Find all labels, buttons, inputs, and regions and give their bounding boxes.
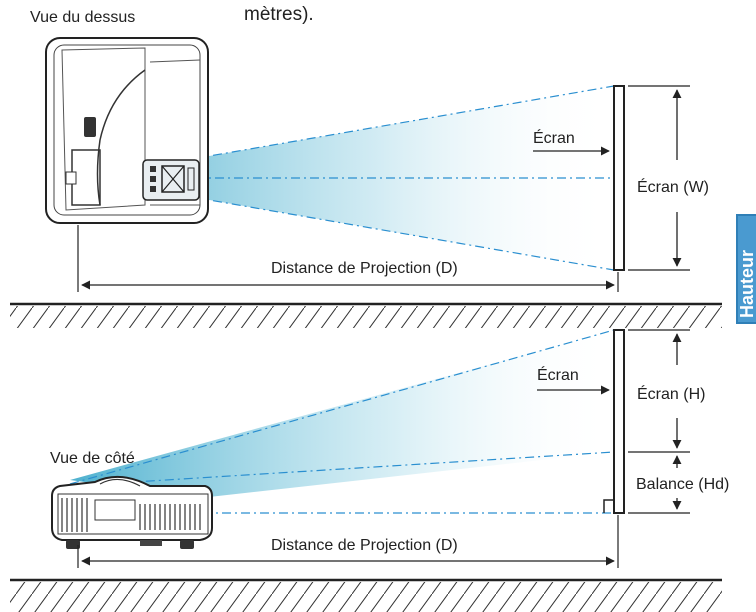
top-view-label: Vue du dessus [30,9,135,26]
offset-label: Balance (Hd) [636,476,729,493]
side-beam [70,330,614,498]
heading-fragment: mètres). [244,4,314,25]
screen-width-label: Écran (W) [637,177,709,196]
side-view: Écran Écran (H) Balance (Hd) Vue de côté… [50,329,729,568]
top-distance-label: Distance de Projection (D) [271,260,458,277]
screen-base-bracket [603,499,614,513]
projector-side-icon [51,475,213,549]
screen-height-label: Écran (H) [637,384,705,403]
projector-top-icon [45,37,209,224]
floor-divider-bottom [10,578,722,612]
side-screen-label: Écran [537,365,579,384]
side-view-label: Vue de côté [50,450,135,467]
side-distance-label: Distance de Projection (D) [271,537,458,554]
side-screen [613,329,625,514]
floor-divider-top [10,302,722,328]
side-beam-edge-lower [69,451,615,487]
top-screen-label: Écran [533,128,575,147]
side-tab-label: Hauteur [737,250,756,318]
top-screen [613,85,625,271]
side-tab-hauteur: Hauteur [736,214,756,324]
top-view: Écran Écran (W) Distance de Projection (… [45,37,709,292]
